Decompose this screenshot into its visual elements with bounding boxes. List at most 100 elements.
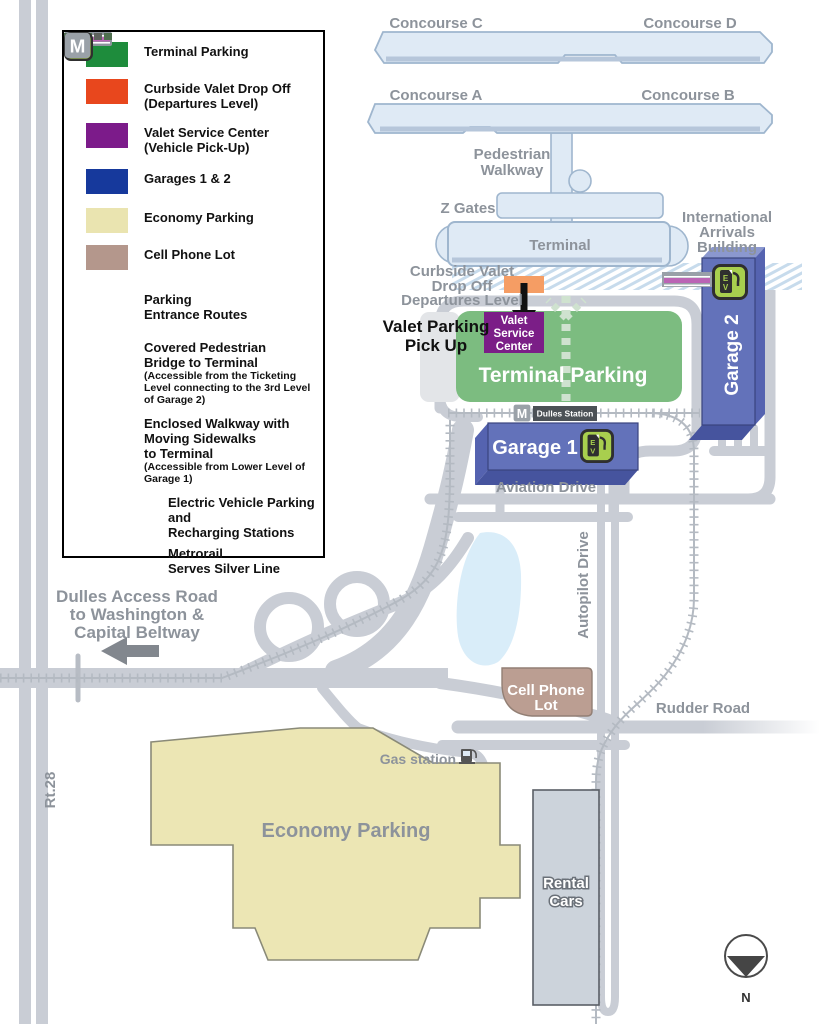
legend-item-ev: Electric Vehicle Parking and Recharging …: [86, 493, 317, 540]
terminal-main: [447, 221, 671, 267]
garage-1-label: Garage 1: [492, 437, 578, 459]
legend-item-covered-bridge: Covered Pedestrian Bridge to Terminal (A…: [64, 32, 317, 406]
curbside-valet-label-1: Curbside Valet: [410, 263, 514, 280]
garage-1: Garage 1: [475, 422, 639, 485]
legend-item-enclosed-walkway: Enclosed Walkway with Moving Sidewalks t…: [64, 33, 317, 485]
rental-cars-label-2: Cars: [549, 893, 582, 910]
concourse-c-label: Concourse C: [389, 15, 483, 32]
terminal-building: [435, 132, 689, 267]
terminal-label: Terminal: [529, 237, 590, 254]
road-economy-access: [317, 683, 489, 773]
covered-pedestrian-bridge: [662, 272, 712, 287]
legend-label: Cell Phone Lot: [144, 247, 235, 262]
west-arrow: [101, 637, 159, 665]
road-autopilot-uturn: [597, 980, 619, 1017]
rail-east-loop: [591, 408, 699, 1024]
pedestrian-walkway-label-1: Pedestrian: [474, 146, 551, 163]
legend-item-curbside-valet: Curbside Valet Drop Off (Departures Leve…: [86, 79, 317, 111]
legend-label: Entrance Routes: [144, 307, 248, 322]
valet-pickup-label-1: Valet Parking: [383, 317, 490, 336]
valet-service-center-line1: Valet: [501, 315, 528, 327]
legend-label: Electric Vehicle Parking and: [168, 495, 315, 525]
valet-service-center-line3: Center: [496, 341, 533, 353]
map-labels: Concourse C Concourse D Concourse A Conc…: [42, 15, 772, 912]
pond: [456, 532, 522, 666]
concourse-bars: [366, 31, 773, 134]
legend-item-metrorail: Metrorail Serves Silver Line: [86, 544, 317, 576]
legend-label: Garages 1 & 2: [144, 171, 231, 186]
international-arrivals-label-2: Arrivals: [699, 224, 755, 241]
legend-label: Covered Pedestrian: [144, 340, 267, 355]
concourse-d-label: Concourse D: [643, 15, 737, 32]
rudder-road-label: Rudder Road: [656, 700, 750, 717]
autopilot-drive-label: Autopilot Drive: [575, 531, 592, 639]
ev-icon-garage1: [580, 429, 614, 463]
metro-icon-station: [513, 404, 531, 422]
z-gates-label: Z Gates: [440, 200, 495, 217]
dulles-station-label: Dulles Station: [537, 409, 594, 419]
terminal-parking-swatch: [86, 42, 128, 67]
z-gates-bar: [496, 192, 664, 219]
legend-label: Valet Service Center: [144, 125, 270, 140]
garages-swatch: [86, 169, 128, 194]
dulles-access-label-3: Capital Beltway: [74, 623, 200, 642]
metro-icon-legend: [64, 32, 91, 59]
economy-parking-label: Economy Parking: [262, 820, 431, 842]
compass-n-label: N: [741, 990, 750, 1005]
legend-label: Terminal Parking: [144, 44, 249, 59]
legend-note: (Accessible from Lower Level of Garage 1…: [144, 461, 306, 485]
legend-item-economy-parking: Economy Parking: [86, 208, 317, 233]
valet-service-center-box: Valet Service Center: [484, 312, 544, 353]
gas-pump-icon: [459, 749, 477, 764]
terminal-curb-gray-area: [420, 312, 460, 402]
cell-phone-lot-swatch: [86, 245, 128, 270]
terminal-parking-label: Terminal Parking: [479, 364, 648, 387]
concourse-a-label: Concourse A: [390, 87, 483, 104]
legend-label: Curbside Valet Drop Off: [144, 81, 291, 96]
dulles-access-label-2: to Washington &: [70, 605, 204, 624]
concourse-ab-bar: [366, 103, 773, 134]
cell-phone-lot-label-2: Lot: [534, 697, 557, 714]
rental-cars-building: [532, 789, 600, 1006]
legend-item-terminal-parking: Terminal Parking: [86, 42, 317, 67]
legend: Terminal Parking Curbside Valet Drop Off…: [62, 30, 325, 576]
economy-parking-swatch: [86, 208, 128, 233]
legend-label: Recharging Stations: [168, 525, 295, 540]
valet-pickup-label-2: Pick Up: [405, 336, 467, 355]
dulles-access-label-1: Dulles Access Road: [56, 587, 218, 606]
rt28-label: Rt.28: [42, 772, 59, 809]
gas-station-label: Gas station: [380, 751, 456, 767]
legend-label: (Departures Level): [144, 96, 259, 111]
legend-label: Metrorail: [168, 546, 223, 561]
z-gates-knob: [568, 169, 592, 193]
legend-item-entrance-routes: Parking Entrance Routes: [64, 33, 317, 322]
dulles-station: Dulles Station: [513, 404, 597, 422]
aviation-drive-label: Aviation Drive: [496, 479, 596, 496]
valet-service-center-swatch: [86, 123, 128, 148]
ev-icon-garage2: [712, 264, 748, 300]
concourse-cd-bar: [373, 31, 773, 64]
cell-phone-lot-area: [501, 667, 593, 717]
valet-service-center-line2: Service: [494, 328, 535, 340]
curbside-valet-swatch: [86, 79, 128, 104]
concourse-b-label: Concourse B: [641, 87, 735, 104]
garage-2-label: Garage 2: [722, 314, 743, 395]
legend-label: (Vehicle Pick-Up): [144, 140, 250, 155]
international-arrivals-label-1: International: [682, 209, 772, 226]
rail-west-median: [0, 420, 455, 683]
legend-label: Bridge to Terminal: [144, 355, 258, 370]
road-garage2-east: [742, 278, 776, 505]
international-arrivals-label-3: Building: [697, 239, 757, 256]
legend-label: to Terminal: [144, 446, 214, 461]
legend-label: Enclosed Walkway with: [144, 416, 290, 431]
rental-cars-label-1: Rental: [543, 875, 589, 892]
curbside-valet-label-2: Drop Off: [432, 278, 494, 295]
road-terminal-access: [325, 419, 474, 682]
legend-label: Serves Silver Line: [168, 561, 281, 576]
garage-2: Garage 2: [689, 247, 765, 440]
economy-parking-area: [150, 727, 521, 961]
enclosed-walkway-dashes: [545, 296, 587, 404]
pedestrian-walkway-label-2: Walkway: [481, 162, 544, 179]
